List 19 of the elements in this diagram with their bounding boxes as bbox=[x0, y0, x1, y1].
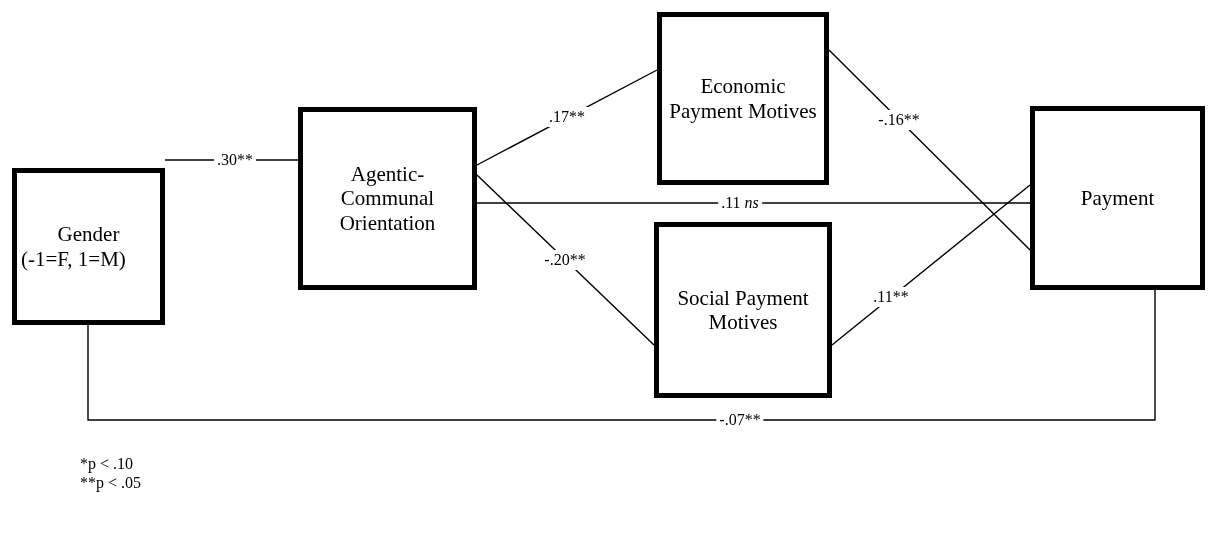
significance-note: *p < .10 bbox=[80, 455, 134, 473]
path-coefficient: .17** bbox=[546, 107, 588, 127]
variable-box bbox=[654, 222, 832, 398]
node-label: Payment bbox=[1080, 185, 1155, 211]
path-line bbox=[476, 202, 1031, 204]
node-subtext: (-1=F, 1=M) bbox=[21, 246, 126, 271]
path-line bbox=[87, 289, 1156, 421]
variable-box bbox=[1030, 106, 1205, 290]
path-line bbox=[831, 184, 1031, 346]
node-label: Gender bbox=[57, 222, 120, 247]
node-label: Social Payment Motives bbox=[676, 285, 810, 335]
variable-box bbox=[298, 107, 477, 290]
node-label: Agentic-Communal Orientation bbox=[338, 162, 437, 235]
variable-box bbox=[12, 168, 165, 325]
node-label: Economic Payment Motives bbox=[668, 74, 818, 123]
path-line bbox=[476, 174, 655, 346]
variable-box bbox=[657, 12, 829, 185]
path-line bbox=[828, 49, 1031, 251]
significance-note: **p < .05 bbox=[80, 474, 142, 492]
